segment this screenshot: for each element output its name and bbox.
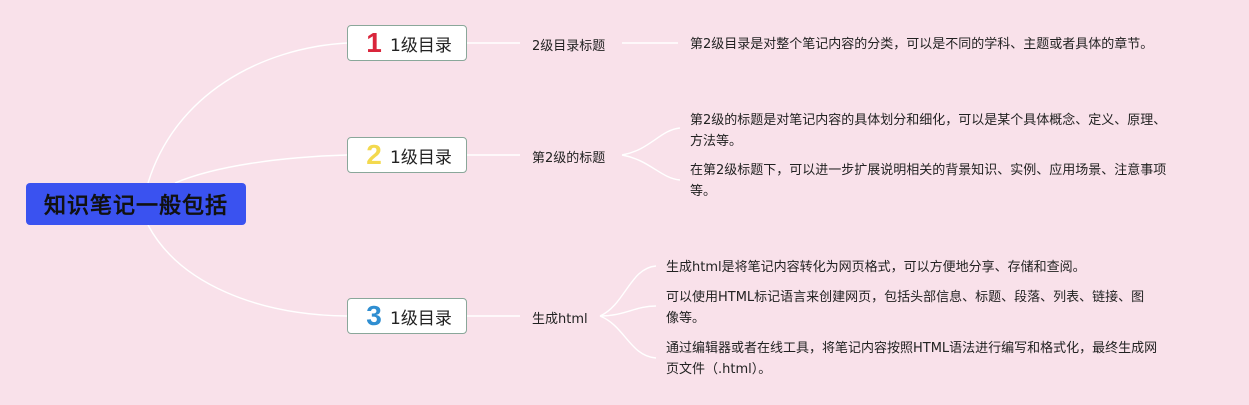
- branch-3-label: 1级目录: [390, 308, 452, 329]
- number-2-icon: 2: [366, 139, 382, 170]
- subtopic-2-to-detail-2-line: [621, 154, 681, 181]
- subtopic-3-to-detail-1-line: [599, 265, 657, 317]
- branch-2-subtopic[interactable]: 第2级的标题: [532, 151, 606, 166]
- branch-2-detail-2[interactable]: 在第2级标题下，可以进一步扩展说明相关的背景知识、实例、应用场景、注意事项等。: [690, 163, 1167, 199]
- branch-1-detail-1[interactable]: 第2级目录是对整个笔记内容的分类，可以是不同的学科、主题或者具体的章节。: [690, 37, 1154, 52]
- root-to-branch-2-line: [174, 154, 348, 184]
- number-1-icon: 1: [366, 27, 382, 58]
- branch-2-label: 1级目录: [390, 147, 452, 168]
- branch-3-subtopic[interactable]: 生成html: [532, 312, 588, 327]
- branch-3-topic[interactable]: 3 1级目录: [347, 298, 467, 334]
- branch-3-detail-1[interactable]: 生成html是将笔记内容转化为网页格式，可以方便地分享、存储和查阅。: [666, 260, 1086, 275]
- root-to-branch-1-line: [147, 42, 348, 184]
- branch-1-topic[interactable]: 1 1级目录: [347, 25, 467, 61]
- number-3-icon: 3: [366, 300, 382, 331]
- branch-3-detail-2[interactable]: 可以使用HTML标记语言来创建网页，包括头部信息、标题、段落、列表、链接、图像等…: [666, 290, 1145, 326]
- branch-2-topic[interactable]: 2 1级目录: [347, 137, 467, 173]
- root-to-branch-3-line: [147, 224, 348, 317]
- branch-2-detail-1[interactable]: 第2级的标题是对笔记内容的具体划分和细化，可以是某个具体概念、定义、原理、方法等…: [690, 113, 1167, 149]
- branch-1-subtopic[interactable]: 2级目录标题: [532, 39, 606, 54]
- subtopic-2-to-detail-1-line: [621, 127, 681, 156]
- subtopic-3-to-detail-2-line: [599, 305, 657, 317]
- root-topic-label: 知识笔记一般包括: [43, 194, 228, 219]
- root-topic[interactable]: 知识笔记一般包括: [26, 183, 246, 225]
- subtopic-3-to-detail-3-line: [599, 315, 657, 359]
- branch-1-label: 1级目录: [390, 35, 452, 56]
- branch-3-detail-3[interactable]: 通过编辑器或者在线工具，将笔记内容按照HTML语法进行编写和格式化，最终生成网页…: [666, 341, 1158, 377]
